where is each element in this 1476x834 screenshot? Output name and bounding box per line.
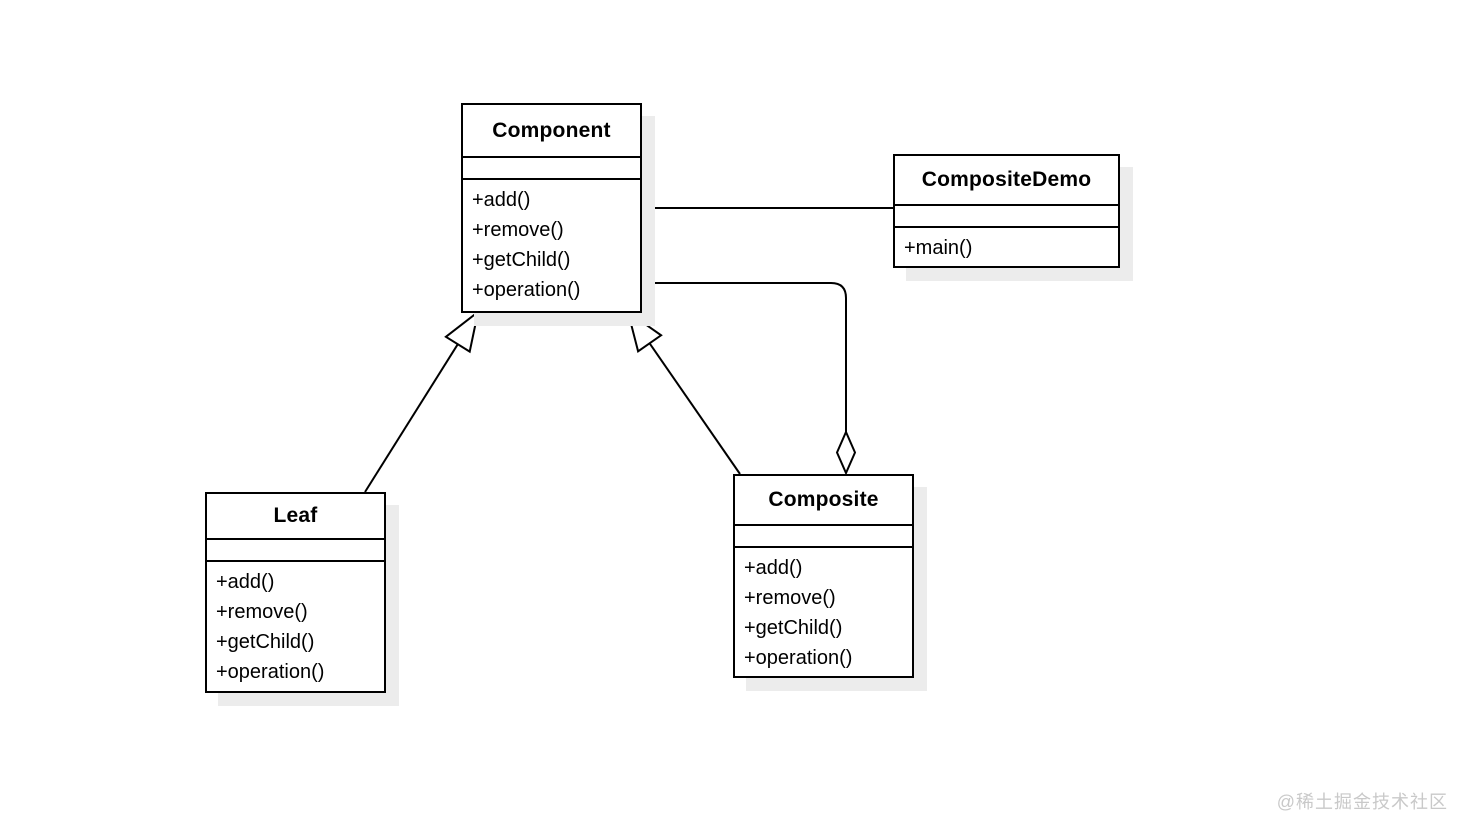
class-title-leaf: Leaf [207, 494, 384, 540]
method-label: +main() [904, 237, 973, 259]
class-box-compositedemo: CompositeDemo +main() [893, 154, 1120, 268]
class-methods-composite: +add() +remove() +getChild() +operation(… [735, 548, 912, 676]
class-methods-leaf: +add() +remove() +getChild() +operation(… [207, 562, 384, 691]
method-label: +remove() [744, 587, 836, 609]
generalization-arrowhead-composite [626, 309, 663, 353]
generalization-arrowhead-leaf [444, 309, 480, 354]
class-attributes-composite [735, 526, 912, 548]
watermark-text: @稀土掘金技术社区 [1276, 792, 1448, 812]
method-label: +remove() [472, 219, 564, 241]
method-label: +operation() [216, 661, 325, 683]
generalization-line-leaf-component [364, 343, 459, 493]
class-title-component: Component [463, 105, 640, 158]
class-box-leaf: Leaf +add() +remove() +getChild() +opera… [205, 492, 386, 693]
method-label: +add() [744, 557, 803, 579]
method-label: +getChild() [216, 631, 315, 653]
aggregation-line-component-composite [641, 282, 847, 433]
method-label: +operation() [744, 647, 853, 669]
class-title-compositedemo: CompositeDemo [895, 156, 1118, 206]
class-attributes-compositedemo [895, 206, 1118, 228]
class-box-composite: Composite +add() +remove() +getChild() +… [733, 474, 914, 678]
class-methods-component: +add() +remove() +getChild() +operation(… [463, 180, 640, 311]
generalization-line-composite-component [648, 342, 741, 475]
class-box-component: Component +add() +remove() +getChild() +… [461, 103, 642, 313]
method-label: +add() [216, 571, 275, 593]
class-attributes-component [463, 158, 640, 180]
method-label: +getChild() [472, 249, 571, 271]
aggregation-diamond [835, 429, 857, 476]
class-attributes-leaf [207, 540, 384, 562]
method-label: +remove() [216, 601, 308, 623]
method-label: +operation() [472, 279, 581, 301]
method-label: +getChild() [744, 617, 843, 639]
class-title-composite: Composite [735, 476, 912, 526]
method-label: +add() [472, 189, 531, 211]
class-methods-compositedemo: +main() [895, 228, 1118, 266]
